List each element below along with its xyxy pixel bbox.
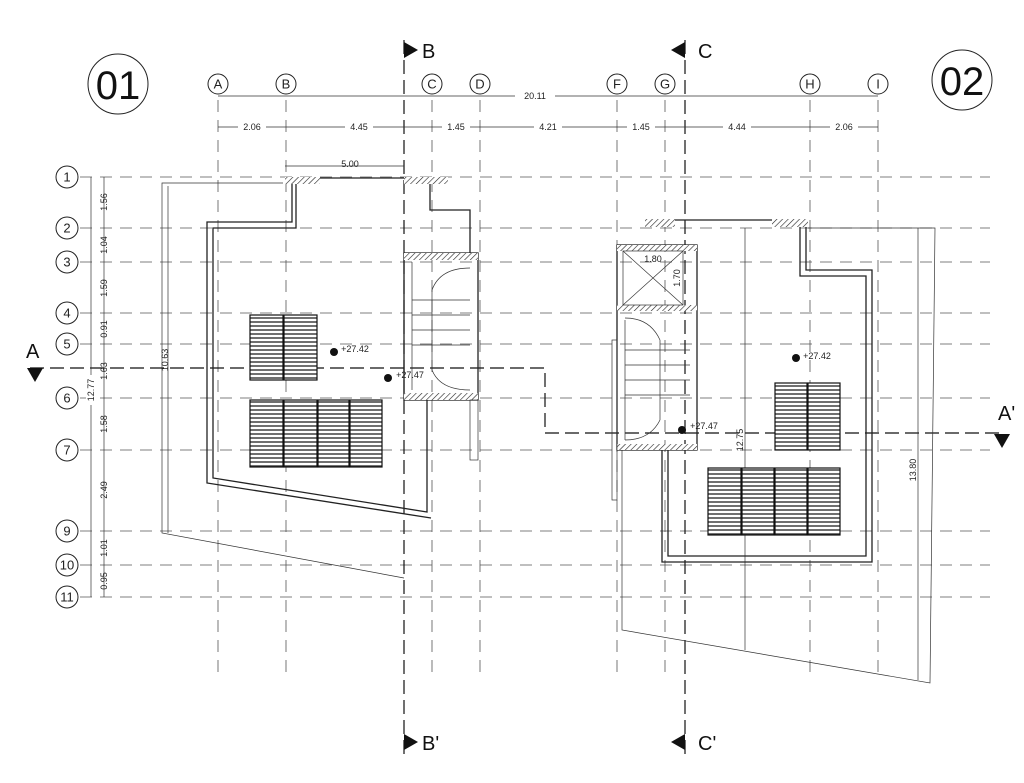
dimension-label: 2.06 (243, 122, 261, 132)
elevation-stair-02: +27.47 (690, 421, 718, 431)
inner-depth-dim: 12.75 (735, 429, 745, 452)
overall-height-dim: 12.77 (86, 379, 96, 402)
window-2-panel-02 (774, 382, 841, 451)
dimension-label: 2.06 (835, 122, 853, 132)
row-bubbles: 12.77 1.56 1.04 1.59 0.91 1.63 1.58 2.49… (55, 165, 109, 609)
dimension-label: 7 (63, 443, 70, 458)
dimension-label: 5 (63, 337, 70, 352)
dimension-label: 1.45 (447, 122, 465, 132)
section-a-prime-label: A' (998, 403, 1015, 425)
plan-titles: 01 02 (87, 49, 993, 115)
shaft-box: 1.80 1.70 (622, 250, 684, 306)
dimension-label: I (876, 77, 880, 92)
dimension-label: 1.01 (99, 539, 109, 557)
elevation-roof-02: +27.42 (803, 351, 831, 361)
dimension-label: F (613, 77, 621, 92)
section-b-prime-label: B' (422, 733, 439, 755)
dimension-label: 1.45 (632, 122, 650, 132)
window-4-panel (249, 399, 383, 468)
dimension-label: 4.21 (539, 122, 557, 132)
section-lines: B B' C C' A A' (26, 40, 1015, 760)
dimension-label: C (427, 77, 436, 92)
dimension-label: 4 (63, 306, 70, 321)
section-c-label: C (698, 41, 712, 63)
dimension-label: 1.63 (99, 362, 109, 380)
site-depth-dim: 10.63 (160, 349, 170, 372)
shaft-width-dim: 1.80 (644, 254, 662, 264)
site-depth-dim-02: 13.80 (908, 459, 918, 482)
dimension-label: G (660, 77, 670, 92)
dimension-label: B (282, 77, 291, 92)
staircase-02 (624, 317, 690, 441)
elevation-roof: +27.42 (341, 344, 369, 354)
dimension-label: 0.95 (99, 572, 109, 590)
section-a-label: A (26, 341, 40, 363)
dimension-label: 6 (63, 391, 70, 406)
dimension-label: 1 (63, 170, 70, 185)
elevation-stair: +27.47 (396, 370, 424, 380)
dimension-label: 10 (60, 558, 74, 573)
section-c-prime-label: C' (698, 733, 716, 755)
plan-01-title: 01 (96, 64, 141, 108)
row-dims: 1.56 1.04 1.59 0.91 1.63 1.58 2.49 1.01 … (99, 193, 109, 590)
top-width-dim: 5.00 (341, 159, 359, 169)
dimension-label: 1.58 (99, 415, 109, 433)
column-bubbles: 20.11 2.06 4.45 1.45 4.21 1.45 4.44 2.06… (207, 73, 889, 133)
dimension-label: 0.91 (99, 320, 109, 338)
dimension-label: 2 (63, 221, 70, 236)
staircase (411, 262, 471, 391)
window-2-panel (249, 314, 318, 381)
window-4-panel-02 (707, 467, 841, 536)
dimension-label: 9 (63, 524, 70, 539)
overall-width-dim: 20.11 (524, 91, 546, 101)
dimension-label: 3 (63, 255, 70, 270)
dimension-label: 2.49 (99, 481, 109, 499)
dimension-label: 1.56 (99, 193, 109, 211)
dimension-label: 1.59 (99, 279, 109, 297)
grid-lines (80, 100, 990, 680)
plan-02-title: 02 (940, 60, 985, 104)
plan-02: 12.75 13.80 1.80 1.70 +27.42 +27.47 (611, 219, 936, 684)
dimension-label: A (214, 77, 223, 92)
dimension-label: H (805, 77, 814, 92)
dimension-label: 1.04 (99, 236, 109, 254)
dimension-label: D (475, 77, 484, 92)
dimension-label: 11 (60, 590, 74, 605)
column-dims: 2.06 4.45 1.45 4.21 1.45 4.44 2.06 (238, 121, 858, 133)
shaft-height-dim: 1.70 (672, 269, 682, 287)
plan-01: 10.63 5.00 +27.42 +27.47 (160, 159, 479, 579)
dimension-label: 4.45 (350, 122, 368, 132)
dimension-label: 4.44 (728, 122, 746, 132)
section-b-label: B (422, 41, 435, 63)
